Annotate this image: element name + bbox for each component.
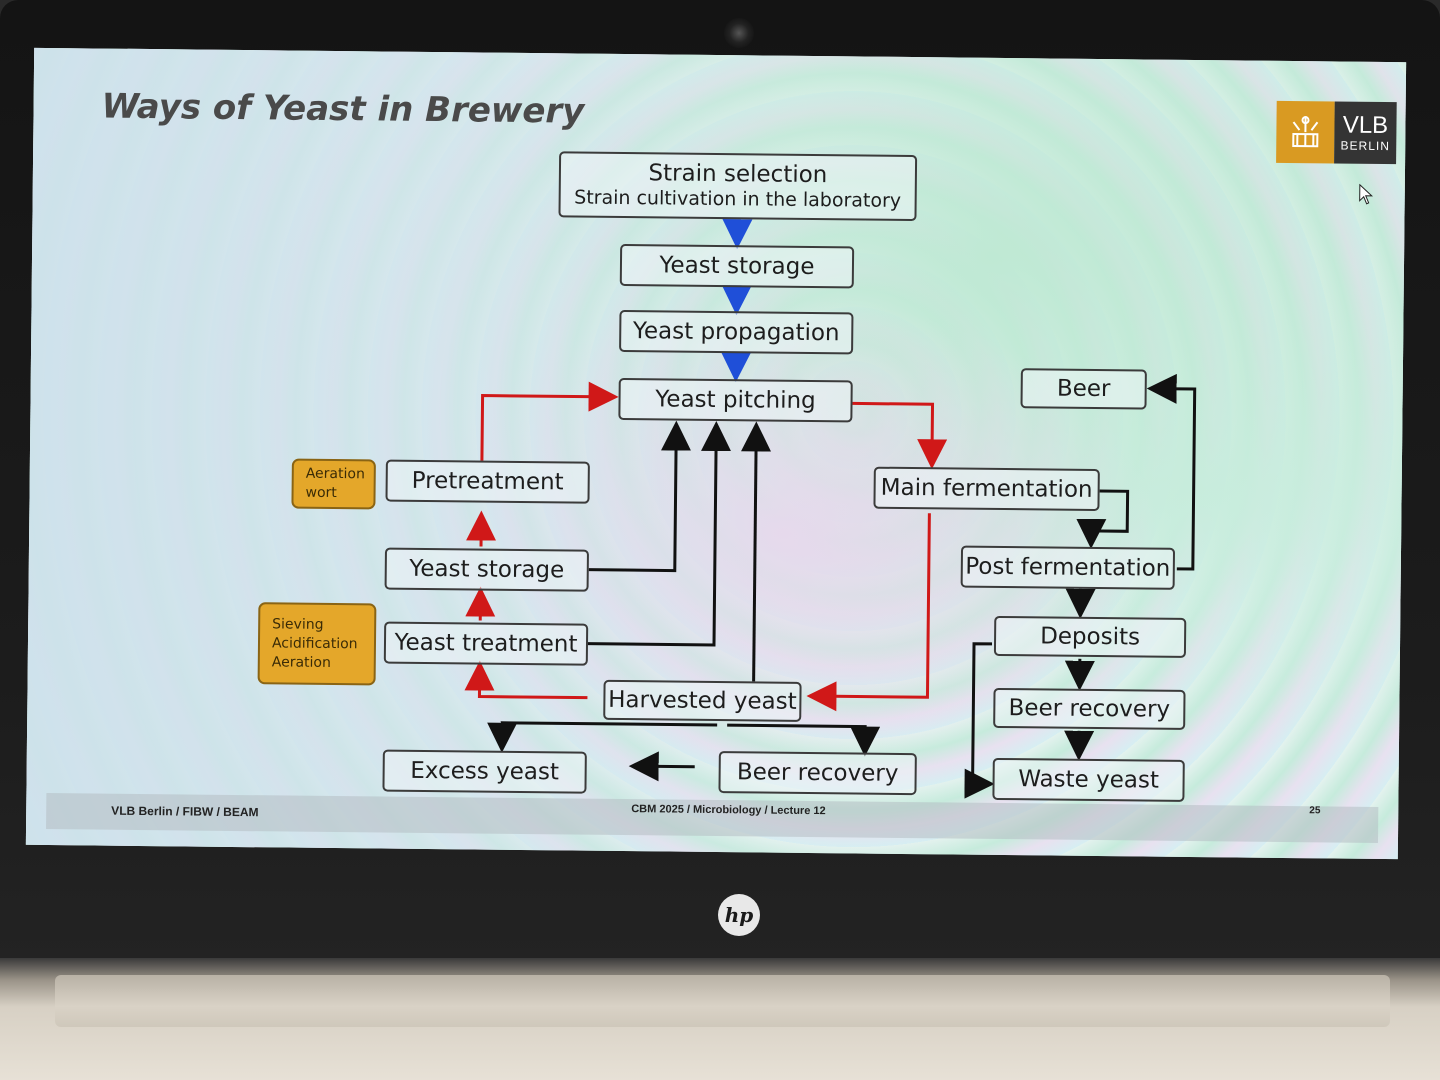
webcam: [724, 18, 754, 48]
mouse-pointer-icon: [1359, 183, 1374, 205]
yeast-pitching-box: Yeast pitching: [618, 377, 853, 423]
post-fermentation-box: Post fermentation: [960, 545, 1176, 590]
arrow-main-to-post-fermentation: [1076, 489, 1130, 549]
arrow-harvested-to-treatment: [464, 660, 588, 700]
arrow-pretreatment-to-pitching: [480, 381, 619, 461]
pretreatment-box: Pretreatment: [385, 459, 590, 504]
arrow-post-fermentation-to-beer: [1146, 373, 1197, 571]
yeast-treatment-box: Yeast treatment: [383, 621, 589, 666]
arrow-beer-recovery-to-excess: [628, 751, 695, 782]
laptop-hinge: [55, 975, 1390, 1027]
harvested-yeast-box: Harvested yeast: [603, 679, 802, 722]
note-aeration-line-2: wort: [305, 484, 337, 502]
arrow-left-storage-to-pitching: [588, 420, 692, 573]
deposits-box: Deposits: [993, 615, 1187, 658]
yeast-storage-top-box: Yeast storage: [619, 243, 855, 289]
strain-selection-subtitle: Strain cultivation in the laboratory: [574, 186, 902, 212]
beer-box: Beer: [1020, 368, 1147, 410]
arrow-main-fermentation-to-harvested: [806, 513, 931, 712]
strain-selection-title: Strain selection: [648, 160, 828, 189]
arrow-harvested-to-pitching: [741, 421, 772, 682]
yeast-storage-left-box: Yeast storage: [384, 547, 589, 592]
strain-selection-box: Strain selection Strain cultivation in t…: [558, 151, 918, 222]
vlb-logo: VLB BERLIN: [1276, 100, 1397, 165]
beer-recovery-right-box: Beer recovery: [993, 687, 1186, 730]
flow-arrows: [464, 219, 1197, 799]
aeration-wort-note: Aeration wort: [291, 458, 376, 510]
note-aeration-line-1: Aeration: [305, 465, 365, 483]
treatment-methods-note: Sieving Acidification Aeration: [257, 602, 377, 686]
footer-page-number: 25: [1309, 805, 1321, 817]
beer-recovery-bottom-box: Beer recovery: [718, 751, 917, 796]
main-fermentation-box: Main fermentation: [873, 466, 1100, 512]
arrow-harvested-to-beer-recovery: [727, 723, 881, 757]
arrow-treatment-to-pitching: [587, 421, 732, 647]
arrow-deposits-to-waste: [964, 642, 995, 799]
hp-logo-icon: hp: [718, 894, 760, 936]
arrow-pitching-to-main-fermentation: [852, 401, 948, 470]
arrow-harvested-to-excess: [487, 721, 718, 753]
laptop-screen: Ways of Yeast in Brewery VLB BERLIN: [25, 47, 1407, 860]
waste-yeast-box: Waste yeast: [992, 757, 1185, 802]
note-treatment-line-1: Sieving: [272, 615, 324, 633]
footer-course: CBM 2025 / Microbiology / Lecture 12: [631, 803, 826, 818]
excess-yeast-box: Excess yeast: [382, 749, 587, 794]
brewing-emblem-icon: [1276, 100, 1335, 164]
footer-org: VLB Berlin / FIBW / BEAM: [111, 803, 259, 820]
note-treatment-line-3: Aeration: [271, 653, 331, 671]
hp-logo-text: hp: [725, 903, 754, 927]
yeast-propagation-box: Yeast propagation: [619, 309, 854, 355]
note-treatment-line-2: Acidification: [271, 634, 358, 652]
